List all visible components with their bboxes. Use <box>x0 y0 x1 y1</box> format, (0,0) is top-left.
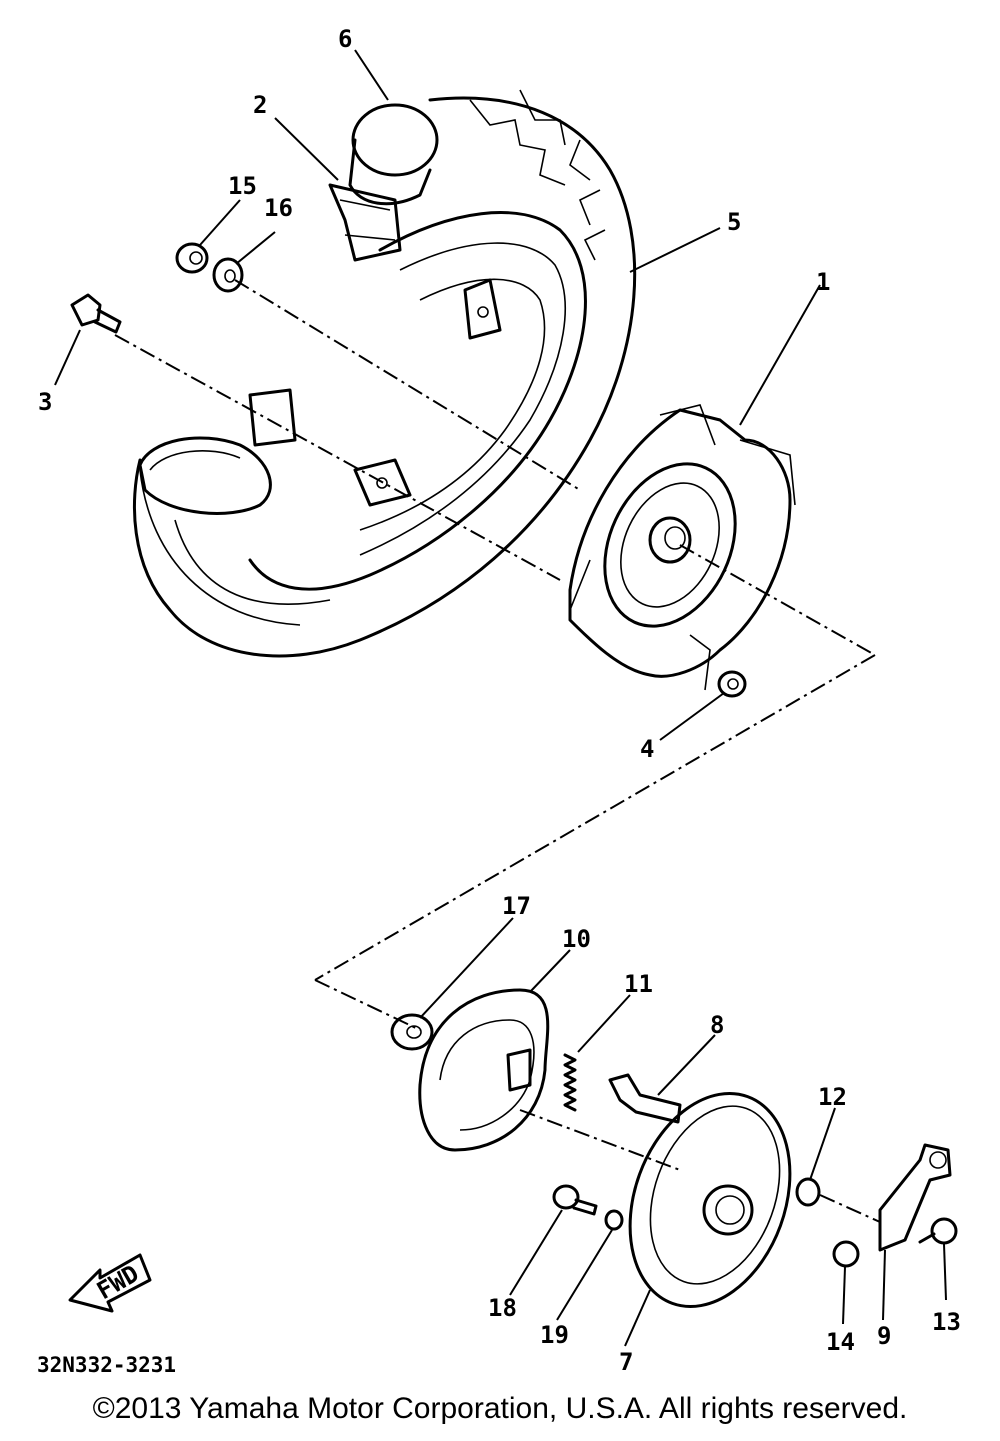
callout-6: 6 <box>338 25 352 53</box>
callout-2: 2 <box>253 91 267 119</box>
brake-shoe <box>418 988 550 1152</box>
tube <box>328 183 402 262</box>
callout-11: 11 <box>624 970 653 998</box>
cam-lever-9 <box>878 1143 952 1252</box>
fwd-label: FWD <box>92 1259 144 1305</box>
rim <box>248 278 502 507</box>
callout-13: 13 <box>932 1308 961 1336</box>
tire <box>132 89 637 658</box>
nut-15 <box>175 242 209 274</box>
spring-11 <box>563 1053 577 1112</box>
nut-4 <box>717 670 747 698</box>
callout-7: 7 <box>619 1348 633 1376</box>
callout-9: 9 <box>877 1322 891 1350</box>
callout-15: 15 <box>228 172 257 200</box>
callout-17: 17 <box>502 892 531 920</box>
callout-5: 5 <box>727 208 741 236</box>
callout-1: 1 <box>816 268 830 296</box>
callout-14: 14 <box>826 1328 855 1356</box>
callout-19: 19 <box>540 1321 569 1349</box>
bolt-18 <box>552 1184 598 1216</box>
copyright-notice: ©2013 Yamaha Motor Corporation, U.S.A. A… <box>92 1392 908 1425</box>
callout-16: 16 <box>264 194 293 222</box>
washer-19 <box>604 1209 624 1231</box>
leader-lines <box>54 49 947 1347</box>
washer-17 <box>390 1013 434 1051</box>
callout-18: 18 <box>488 1294 517 1322</box>
assembly-lines <box>114 279 881 1223</box>
drawing-code: 32N332-3231 <box>37 1353 176 1377</box>
bolt-3 <box>70 293 122 334</box>
fwd-arrow-icon <box>68 1253 152 1313</box>
callout-8: 8 <box>710 1011 724 1039</box>
nut-14 <box>832 1240 860 1268</box>
hub <box>568 404 796 691</box>
callout-12: 12 <box>818 1083 847 1111</box>
callouts: 1 2 3 4 5 6 7 8 9 10 11 12 13 14 15 16 1… <box>37 25 961 1377</box>
brake-panel <box>628 1091 792 1309</box>
washer-16 <box>212 257 244 293</box>
callout-4: 4 <box>640 735 654 763</box>
bolt-13 <box>918 1217 958 1245</box>
washer-12 <box>795 1177 821 1207</box>
callout-3: 3 <box>38 388 52 416</box>
callout-10: 10 <box>562 925 591 953</box>
